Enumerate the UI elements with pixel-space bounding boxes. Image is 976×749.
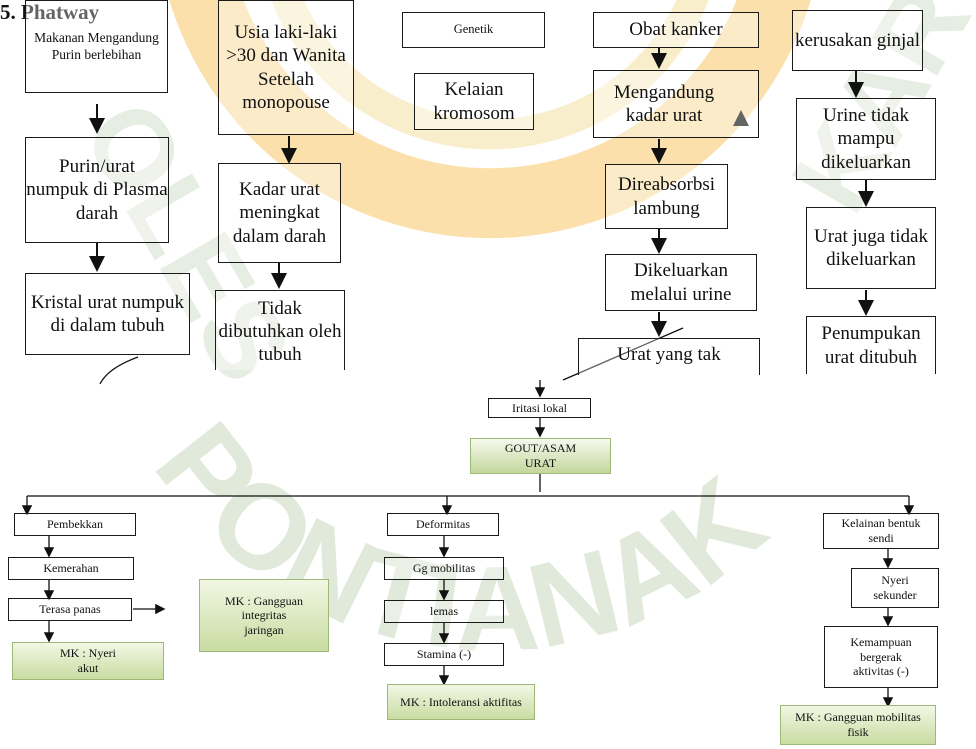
node-pembekkan: Pembekkan <box>14 513 136 536</box>
node-tidak-dibutuhkan: Tidak dibutuhkan oleh tubuh <box>215 290 345 370</box>
node-terasa-panas: Terasa panas <box>8 598 132 621</box>
node-purin-numpuk: Purin/urat numpuk di Plasma darah <box>25 137 169 243</box>
node-nyeri-sekunder: Nyeri sekunder <box>851 568 939 608</box>
node-kelaian-kromosom: Kelaian kromosom <box>414 73 534 130</box>
node-lemas: lemas <box>384 600 504 623</box>
node-kelainan-bentuk-sendi: Kelainan bentuk sendi <box>823 513 939 549</box>
node-mk-nyeri-akut: MK : Nyeri akut <box>12 642 164 680</box>
node-kemerahan: Kemerahan <box>8 557 134 580</box>
node-iritasi-lokal: Iritasi lokal <box>488 398 591 418</box>
node-obat-kanker: Obat kanker <box>593 12 759 48</box>
node-deformitas: Deformitas <box>387 513 499 536</box>
node-gout: GOUT/ASAM URAT <box>470 438 611 474</box>
node-urat-tak: Urat yang tak <box>578 338 760 375</box>
node-kristal-urat: Kristal urat numpuk di dalam tubuh <box>25 273 190 355</box>
node-mk-integritas: MK : Gangguan integritas jaringan <box>199 579 329 652</box>
node-usia: Usia laki-laki >30 dan Wanita Setelah mo… <box>218 0 354 135</box>
node-dikeluarkan-urine: Dikeluarkan melalui urine <box>605 254 757 311</box>
node-stamina: Stamina (-) <box>384 643 504 666</box>
node-mk-mobilitas-fisik: MK : Gangguan mobilitas fisik <box>780 705 936 745</box>
node-kemampuan-bergerak: Kemampuan bergerak aktivitas (-) <box>824 626 938 688</box>
node-penumpukan-urat: Penumpukan urat ditubuh <box>806 316 936 374</box>
node-genetik: Genetik <box>402 12 545 48</box>
node-kerusakan-ginjal: kerusakan ginjal <box>792 10 923 71</box>
node-direabsorbsi: Direabsorbsi lambung <box>605 164 728 229</box>
node-urat-tidak-dikeluarkan: Urat juga tidak dikeluarkan <box>806 207 936 289</box>
node-urine-tidak-mampu: Urine tidak mampu dikeluarkan <box>796 98 936 180</box>
page-title: 5. Phatway <box>0 0 100 24</box>
node-mengandung-kadar-urat: Mengandung kadar urat <box>593 70 759 138</box>
node-kadar-urat-meningkat: Kadar urat meningkat dalam darah <box>218 163 341 263</box>
node-mk-intoleransi: MK : Intoleransi aktifitas <box>387 684 535 720</box>
node-gg-mobilitas: Gg mobilitas <box>384 557 504 580</box>
node-makanan-purin: Makanan Mengandung Purin berlebihan <box>25 0 168 93</box>
